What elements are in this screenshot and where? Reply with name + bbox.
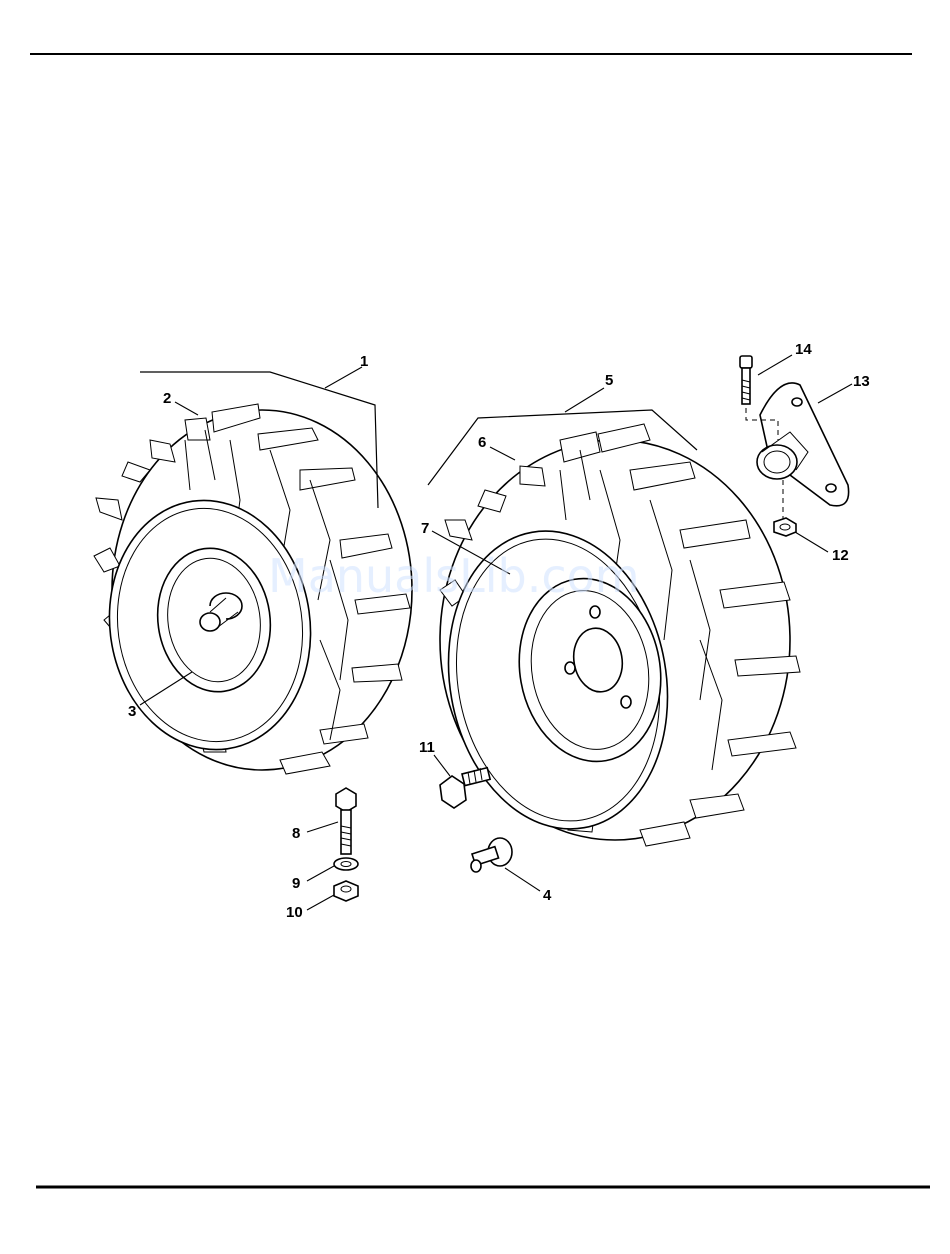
callout-11: 11 [419,739,435,756]
callout-8: 8 [292,825,300,842]
callout-9: 9 [292,875,300,892]
nut-10 [334,881,358,901]
callout-1: 1 [360,353,368,370]
callout-13: 13 [853,373,870,390]
nut-12 [774,518,796,536]
watermark: ManualsLib.com [268,549,640,603]
washer-9 [334,858,358,870]
bolt-11 [440,768,490,808]
callout-6: 6 [478,434,486,451]
callout-3: 3 [128,703,136,720]
callout-4: 4 [543,887,552,904]
callout-5: 5 [605,372,613,389]
bolt-8 [336,788,356,854]
flange-hub [757,383,849,506]
callout-10: 10 [286,904,303,921]
callout-12: 12 [832,547,849,564]
callout-2: 2 [163,390,171,407]
callout-14: 14 [795,341,812,358]
bolt-14 [740,356,752,404]
right-wheel [426,424,800,846]
callout-7: 7 [421,520,429,537]
valve-4 [471,838,512,872]
